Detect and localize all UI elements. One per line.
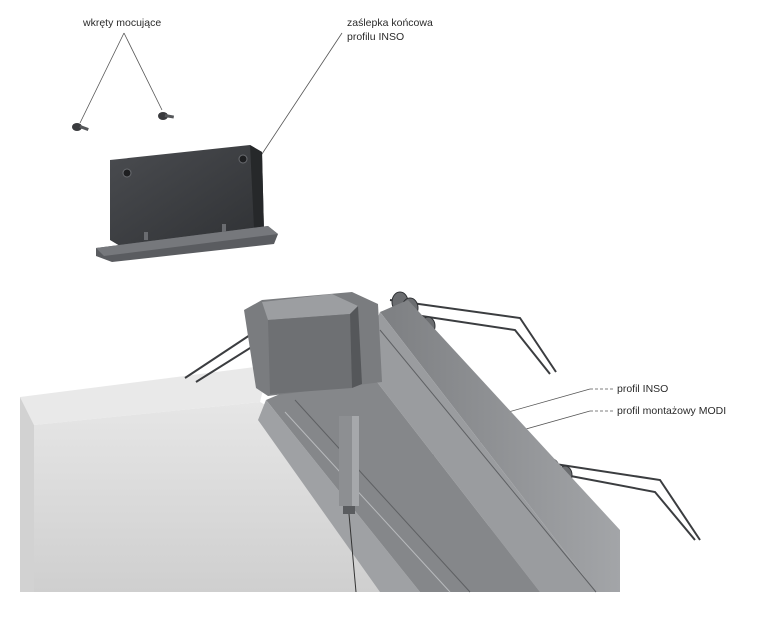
label-end-cap-line2: profilu INSO (347, 31, 405, 43)
label-profile-inso: profil INSO (617, 383, 669, 395)
label-profile-modi: profil montażowy MODI (617, 405, 727, 417)
end-cap (96, 145, 278, 262)
screw-right (158, 112, 175, 120)
label-screws: wkręty mocujące (83, 17, 162, 29)
profile-inso (258, 300, 620, 593)
screw-left (72, 123, 89, 131)
suspension-hanger (339, 416, 359, 593)
mounting-springs (184, 299, 701, 541)
label-end-cap-line1: zaślepka końcowa (347, 17, 433, 29)
profile-end-face (244, 292, 382, 396)
